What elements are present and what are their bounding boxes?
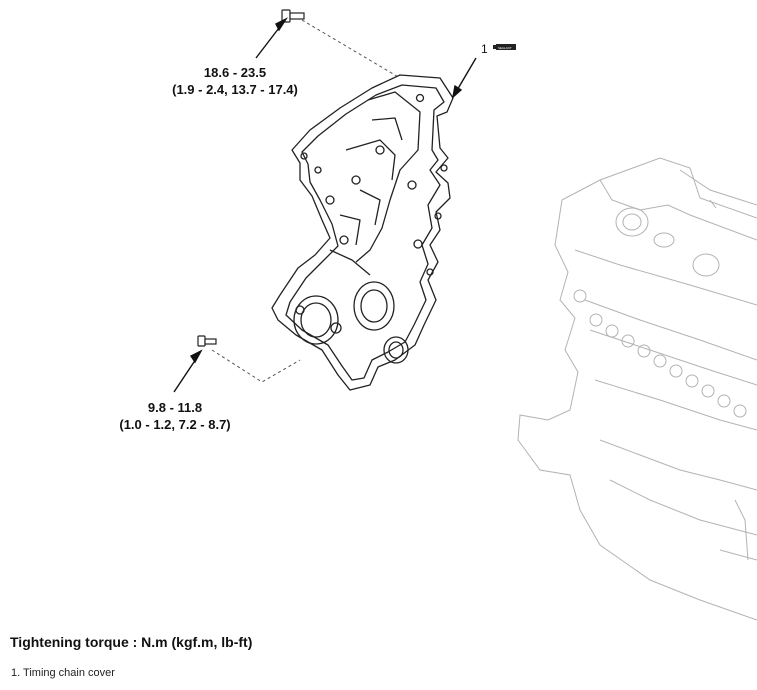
torque-arrows xyxy=(173,17,477,393)
upper-torque-kgf-lbft: (1.9 - 2.4, 13.7 - 17.4) xyxy=(172,82,298,97)
timing-chain-cover xyxy=(271,74,454,391)
torque-units-heading: Tightening torque : N.m (kgf.m, lb-ft) xyxy=(10,634,253,650)
lower-torque-kgf-lbft: (1.0 - 1.2, 7.2 - 8.7) xyxy=(119,417,231,432)
legend-item: 1. Timing chain cover xyxy=(11,667,115,679)
sealant-tube-icon: SEALANT xyxy=(493,44,516,50)
lower-bolt xyxy=(197,335,217,347)
lower-torque-nm: 9.8 - 11.8 xyxy=(147,400,203,415)
sealant-label: SEALANT xyxy=(498,46,512,50)
part-number-callout: 1 xyxy=(481,42,488,56)
upper-torque-nm: 18.6 - 23.5 xyxy=(203,65,267,80)
upper-bolt xyxy=(281,9,305,23)
lower-bolt-torque: 9.8 - 11.8 (1.0 - 1.2, 7.2 - 8.7) xyxy=(95,399,255,433)
parts-legend: 1. Timing chain cover xyxy=(11,667,115,679)
upper-bolt-torque: 18.6 - 23.5 (1.9 - 2.4, 13.7 - 17.4) xyxy=(150,64,320,98)
timing-chain-cover-diagram: SEALANT xyxy=(173,9,757,621)
leader-lines xyxy=(211,19,401,383)
engine-block-outline xyxy=(517,157,757,621)
